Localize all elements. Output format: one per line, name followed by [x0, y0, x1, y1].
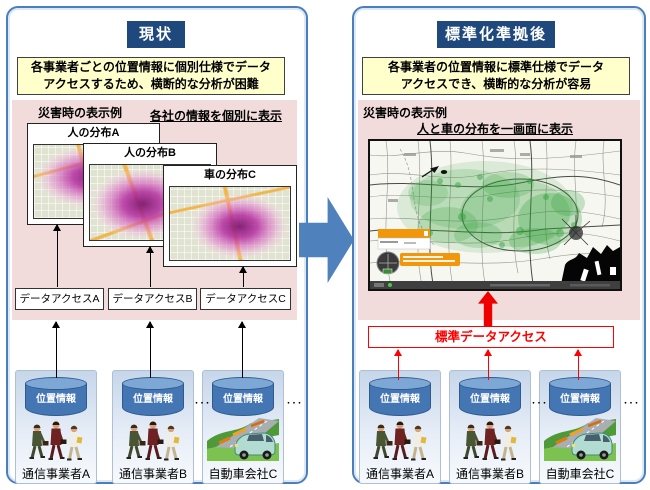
people-icon: [360, 407, 440, 461]
panel-title-text: 標準化準拠後: [444, 26, 547, 43]
red-up-arrow-icon: [483, 349, 492, 380]
map-annotation-arrow: [421, 166, 448, 178]
up-arrow-icon: [52, 224, 61, 287]
database-cylinder-icon: [212, 377, 274, 416]
database-cylinder-icon: [369, 377, 431, 416]
ellipsis-dots: ・・・: [193, 400, 211, 407]
display-example-label: 災害時の表示例: [38, 106, 123, 120]
car-icon: [540, 407, 620, 461]
db-label: 位置情報: [223, 394, 263, 405]
db-label: 位置情報: [36, 394, 76, 405]
ellipsis-dots: ・・・: [622, 400, 640, 407]
unified-display-note: 人と車の分布を一画面に表示: [416, 122, 573, 136]
up-arrow-icon: [238, 266, 247, 287]
company-label: 通信事業者A: [365, 467, 434, 481]
red-up-arrow-icon: [573, 349, 582, 380]
people-icon: [450, 407, 530, 461]
panel-title-text: 現状: [138, 26, 173, 43]
red-up-arrow-icon: [393, 349, 402, 380]
company-label: 通信事業者A: [21, 467, 90, 481]
panel-title: 現状: [127, 21, 185, 48]
map-card-title: 人の分布A: [67, 127, 120, 139]
people-icon: [113, 407, 193, 461]
db-label: 位置情報: [470, 394, 510, 405]
company-box-telecom-b: 位置情報 通信事業者B: [449, 370, 531, 484]
company-label: 通信事業者B: [455, 467, 524, 481]
company-label: 通信事業者B: [118, 467, 187, 481]
company-box-telecom-a: 位置情報 通信事業者A: [15, 370, 97, 484]
people-icon: [16, 407, 96, 461]
integrated-map-image: [370, 141, 620, 289]
summary-line-1: 各事業者ごとの位置情報に個別仕様でデータ: [31, 60, 271, 74]
up-arrow-icon: [237, 321, 246, 378]
standard-data-access-box: 標準データアクセス: [368, 326, 614, 348]
display-example-label: 災害時の表示例: [363, 106, 448, 120]
map-card-title: 人の分布B: [124, 147, 176, 159]
heatmap-cars-c-icon: [169, 186, 291, 261]
database-cylinder-icon: [25, 377, 87, 416]
summary-line-2: アクセスするため、横断的な分析が困難: [43, 77, 259, 91]
company-box-telecom-b: 位置情報 通信事業者B: [112, 370, 194, 484]
map-card-title: 車の分布C: [204, 169, 256, 181]
data-access-box-c: データアクセスC: [200, 288, 291, 310]
integrated-map: [368, 139, 622, 291]
up-arrow-icon: [145, 246, 154, 287]
data-access-box-b: データアクセスB: [108, 288, 197, 310]
current-state-panel: 現状 各事業者ごとの位置情報に個別仕様でデータ アクセスするため、横断的な分析が…: [6, 6, 308, 484]
db-label: 位置情報: [133, 394, 173, 405]
standardized-state-panel: 標準化準拠後 各事業者の位置情報に標準仕様でデータ アクセスでき、横断的な分析が…: [352, 6, 646, 484]
database-cylinder-icon: [549, 377, 611, 416]
database-cylinder-icon: [122, 377, 184, 416]
summary-note: 各事業者の位置情報に標準仕様でデータ アクセスでき、横断的な分析が容易: [362, 57, 630, 95]
ellipsis-dots: ・・・: [530, 400, 548, 407]
company-box-auto-c: 位置情報 自動車会社C: [202, 370, 284, 484]
company-label: 自動車会社C: [208, 467, 278, 481]
database-cylinder-icon: [459, 377, 521, 416]
ellipsis-dots: ・・・: [285, 400, 303, 407]
map-card-cars-c: 車の分布C: [163, 165, 297, 267]
data-access-box-a: データアクセスA: [15, 288, 104, 310]
db-label: 位置情報: [560, 394, 600, 405]
company-label: 自動車会社C: [545, 467, 615, 481]
company-box-telecom-a: 位置情報 通信事業者A: [359, 370, 441, 484]
up-arrow-icon: [145, 321, 154, 378]
summary-line-1: 各事業者の位置情報に標準仕様でデータ: [387, 60, 604, 74]
summary-note: 各事業者ごとの位置情報に個別仕様でデータ アクセスするため、横断的な分析が困難: [17, 57, 285, 95]
up-arrow-icon: [51, 321, 60, 378]
company-box-auto-c: 位置情報 自動車会社C: [539, 370, 621, 484]
summary-line-2: アクセスでき、横断的な分析が容易: [400, 77, 592, 91]
panel-title: 標準化準拠後: [437, 21, 555, 48]
db-label: 位置情報: [380, 394, 420, 405]
car-icon: [203, 407, 283, 461]
individual-display-note: 各社の情報を個別に表示: [150, 109, 283, 123]
